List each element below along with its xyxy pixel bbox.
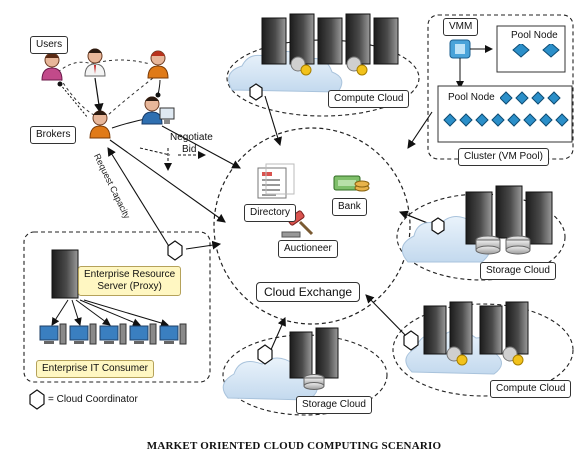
coordinator-hex-top bbox=[249, 83, 263, 101]
bank-icon bbox=[333, 175, 370, 192]
vmm-label: VMM bbox=[443, 18, 479, 36]
compute-cloud-bottom-boundary bbox=[392, 303, 574, 397]
bank-label: Bank bbox=[332, 198, 367, 216]
enterprise-consumer-label: Enterprise IT Consumer bbox=[36, 360, 154, 378]
compute-cloud-bottom-label: Compute Cloud bbox=[490, 380, 572, 398]
coordinator-hex-right bbox=[431, 217, 445, 235]
cluster-label: Cluster (VM Pool) bbox=[458, 148, 549, 166]
negotiate-label: Negotiate bbox=[170, 132, 213, 143]
server-group-right bbox=[465, 185, 553, 255]
directory-icon bbox=[257, 163, 295, 199]
legend-hex bbox=[29, 389, 45, 410]
legend-label: = Cloud Coordinator bbox=[48, 394, 138, 405]
coordinator-hex-enterprise bbox=[167, 240, 183, 261]
cloud-exchange-boundary bbox=[213, 127, 411, 325]
enterprise-server-label-line2: Server (Proxy) bbox=[97, 281, 162, 292]
auctioneer-label: Auctioneer bbox=[278, 240, 338, 258]
enterprise-pcs bbox=[39, 323, 187, 345]
server-group-bottom-right bbox=[423, 301, 529, 366]
pool-node-bottom-label: Pool Node bbox=[443, 90, 500, 106]
vmm-node bbox=[449, 39, 493, 89]
enterprise-boundary bbox=[23, 231, 211, 383]
server-group-top bbox=[261, 13, 399, 76]
enterprise-server-label: Enterprise Resource Server (Proxy) bbox=[78, 266, 182, 296]
enterprise-server-label-line1: Enterprise Resource bbox=[84, 269, 176, 280]
pool-node-top-label: Pool Node bbox=[506, 28, 563, 44]
figure-caption: MARKET ORIENTED CLOUD COMPUTING SCENARIO bbox=[146, 440, 442, 452]
brokers-label: Brokers bbox=[30, 126, 77, 144]
bid-label: Bid bbox=[182, 144, 197, 155]
directory-label: Directory bbox=[244, 204, 297, 222]
compute-cloud-top-label: Compute Cloud bbox=[328, 90, 410, 108]
storage-cloud-right-boundary bbox=[396, 193, 566, 281]
cloud-exchange-label: Cloud Exchange bbox=[256, 282, 361, 302]
coordinator-hex-bottom-right bbox=[403, 330, 419, 351]
storage-cloud-bottom-label: Storage Cloud bbox=[296, 396, 372, 414]
server-group-bottom-left bbox=[289, 327, 339, 390]
users-label: Users bbox=[30, 36, 69, 54]
storage-cloud-right-label: Storage Cloud bbox=[480, 262, 556, 280]
enterprise-server bbox=[51, 249, 79, 299]
user-icons bbox=[41, 48, 175, 139]
coordinator-hex-bottom-left bbox=[257, 344, 273, 365]
